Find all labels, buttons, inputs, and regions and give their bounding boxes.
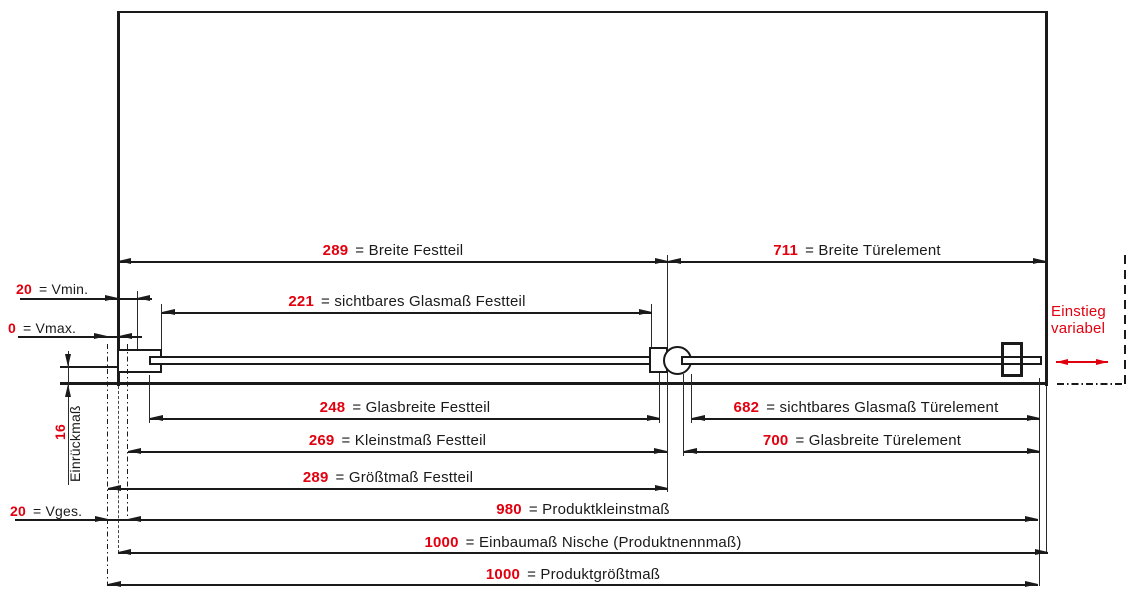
dim-line-einbaumass-nische (118, 552, 1048, 554)
dim-label-sichtbares-glasmass-tuerelement: 682= sichtbares Glasmaß Türelement (733, 399, 999, 416)
einrueckmass-dim-line (68, 351, 69, 485)
arrowhead (105, 295, 118, 301)
arrowhead (654, 448, 667, 454)
dim-label-sichtbares-glasmass-festteil: 221= sichtbares Glasmaß Festteil (288, 293, 526, 310)
dim-label-breite-festteil: 289= Breite Festteil (322, 242, 464, 259)
arrowhead (1025, 581, 1038, 587)
arrowhead (1033, 258, 1046, 264)
wall-left-extension-dashed (118, 386, 119, 553)
arrowhead (65, 384, 71, 397)
arrowhead (1027, 448, 1040, 454)
vmin-position-line (127, 344, 128, 521)
dim-line-vmin (20, 298, 152, 300)
dim-line-vmax (18, 336, 142, 338)
extension-line (667, 373, 668, 492)
dim-line-glasbreite-festteil (150, 418, 660, 420)
arrowhead (162, 309, 175, 315)
dim-label-kleinstmass-festteil: 269= Kleinstmaß Festteil (308, 432, 487, 449)
arrowhead (647, 415, 660, 421)
dim-line-vges-produktkleinstmass (15, 519, 1038, 521)
dim-line-sichtbares-glasmass-tuerelement (692, 418, 1040, 420)
dim-line-glasbreite-tuerelement (684, 451, 1040, 453)
dim-label-breite-tuerelement: 711= Breite Türelement (773, 242, 941, 259)
arrowhead (128, 516, 141, 522)
arrowhead (655, 258, 668, 264)
tray-inner-line (60, 366, 118, 368)
vmax-position-line (107, 344, 108, 586)
niche-wall-left (117, 11, 120, 386)
door-glass-panel (681, 356, 1042, 365)
door-open-dashed-line (1124, 255, 1126, 385)
dim-label-produktkleinstmass: 980= Produktkleinstmaß (496, 501, 670, 518)
floor-dashdot-right (1057, 383, 1125, 385)
extension-line (137, 291, 138, 352)
niche-top-line (118, 11, 1048, 13)
extension-line (161, 304, 162, 350)
dim-line-breite-tuerelement (668, 261, 1046, 263)
door-handle-knob (1001, 342, 1023, 377)
einstieg-arrow-line (1056, 361, 1108, 363)
dim-line-breite-festteil (118, 261, 668, 263)
fixed-glass-panel (149, 356, 655, 365)
arrowhead (108, 581, 121, 587)
pivot-hinge-circle (663, 346, 692, 375)
einstieg-arrowhead (1056, 358, 1068, 365)
dim-line-produktgroesstmass (108, 584, 1038, 586)
extension-line (691, 374, 692, 423)
dim-line-groesstmass-festteil (108, 488, 668, 490)
arrowhead (1027, 415, 1040, 421)
extension-line (651, 304, 652, 348)
extension-line (1039, 378, 1040, 586)
arrowhead (692, 415, 705, 421)
dim-label-einbaumass-nische: 1000= Einbaumaß Nische (Produktnennmaß) (424, 534, 742, 551)
arrowhead (118, 549, 131, 555)
dim-label-vges: 20= Vges. (10, 503, 83, 519)
arrowhead (119, 333, 132, 339)
arrowhead (95, 516, 108, 522)
einstieg-variabel-label: Einstieg variabel (1051, 303, 1106, 337)
arrowhead (118, 258, 131, 264)
dim-label-vmin: 20= Vmin. (16, 281, 89, 297)
wall-right-extension (1046, 386, 1047, 553)
arrowhead (1025, 516, 1038, 522)
dim-label-glasbreite-festteil: 248= Glasbreite Festteil (319, 399, 491, 416)
arrowhead (655, 485, 668, 491)
dim-line-kleinstmass-festteil (128, 451, 667, 453)
arrowhead (94, 333, 107, 339)
dim-line-sichtbares-glasmass-festteil (162, 312, 652, 314)
arrowhead (1035, 549, 1048, 555)
floor-line (60, 382, 1048, 385)
arrowhead (639, 309, 652, 315)
arrowhead (137, 295, 150, 301)
dim-label-groesstmass-festteil: 289= Größtmaß Festteil (302, 469, 474, 486)
dim-label-glasbreite-tuerelement: 700= Glasbreite Türelement (762, 432, 962, 449)
dim-label-einrueckmass: 16 Einrückmaß (52, 405, 83, 482)
arrowhead (150, 415, 163, 421)
extension-line (683, 374, 684, 456)
extension-line (659, 373, 660, 423)
dim-label-vmax: 0= Vmax. (8, 320, 77, 336)
extension-line (149, 375, 150, 423)
arrowhead (668, 258, 681, 264)
arrowhead (684, 448, 697, 454)
extension-line (667, 255, 668, 348)
arrowhead (108, 485, 121, 491)
einstieg-arrowhead (1096, 358, 1108, 365)
arrowhead (128, 448, 141, 454)
niche-wall-right (1045, 11, 1048, 386)
dim-label-produktgroesstmass: 1000= Produktgrößtmaß (485, 566, 661, 583)
arrowhead (65, 354, 71, 367)
